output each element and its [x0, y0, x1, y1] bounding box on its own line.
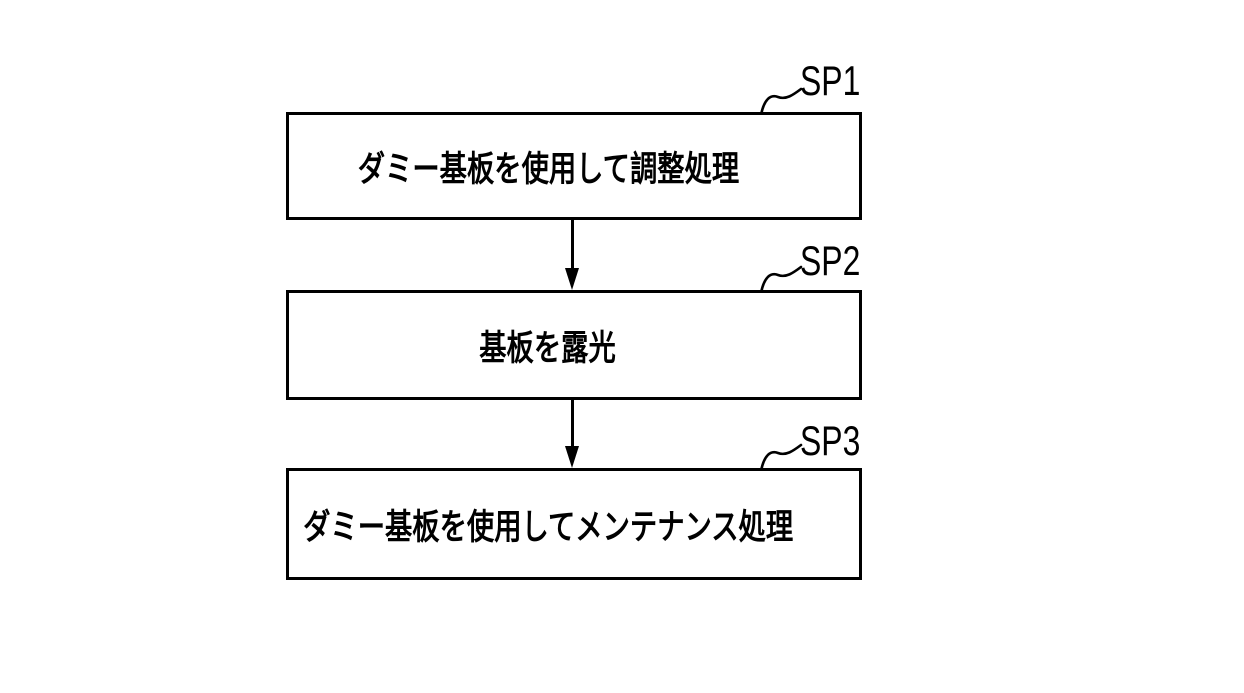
process-box-sp1: ダミー基板を使用して調整処理 [286, 112, 862, 220]
process-box-sp3-label: ダミー基板を使用してメンテナンス処理 [302, 507, 794, 547]
leader-curve-icon [759, 443, 803, 473]
down-arrow-line-2 [571, 400, 574, 448]
down-arrow-line-1 [571, 220, 574, 270]
leader-curve-icon [759, 265, 803, 295]
leader-curve-icon [759, 87, 803, 117]
process-box-sp2-label: 基板を露光 [479, 328, 617, 368]
process-box-sp3: ダミー基板を使用してメンテナンス処理 [286, 468, 862, 580]
step-ref-sp3: SP3 [800, 417, 879, 465]
step-ref-sp1-text: SP1 [800, 57, 861, 104]
down-arrow-head-1 [565, 268, 579, 290]
process-box-sp2: 基板を露光 [286, 290, 862, 400]
down-arrow-head-2 [565, 446, 579, 468]
process-box-sp1-label: ダミー基板を使用して調整処理 [357, 149, 739, 189]
step-ref-sp3-text: SP3 [800, 417, 861, 464]
step-ref-sp1: SP1 [800, 57, 879, 105]
step-ref-sp2: SP2 [800, 237, 879, 285]
step-ref-sp2-text: SP2 [800, 237, 861, 284]
